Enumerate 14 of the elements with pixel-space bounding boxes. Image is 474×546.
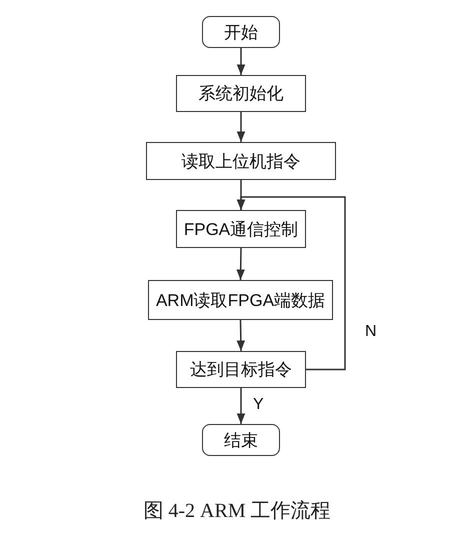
arrow xyxy=(236,112,246,142)
arrow xyxy=(236,320,246,352)
process-box: 达到目标指令 xyxy=(176,351,306,388)
arrow xyxy=(236,388,246,424)
figure-caption: 图 4-2 ARM 工作流程 xyxy=(142,499,332,524)
arrow xyxy=(236,196,346,370)
arrow xyxy=(236,248,245,280)
process-box: ARM读取FPGA端数据 xyxy=(148,280,333,320)
terminal-box: 结束 xyxy=(202,424,280,456)
terminal-box: 开始 xyxy=(202,16,280,48)
process-box: 读取上位机指令 xyxy=(146,142,336,180)
process-box: 系统初始化 xyxy=(176,75,306,112)
arrow xyxy=(236,48,246,75)
process-box: FPGA通信控制 xyxy=(176,210,306,248)
